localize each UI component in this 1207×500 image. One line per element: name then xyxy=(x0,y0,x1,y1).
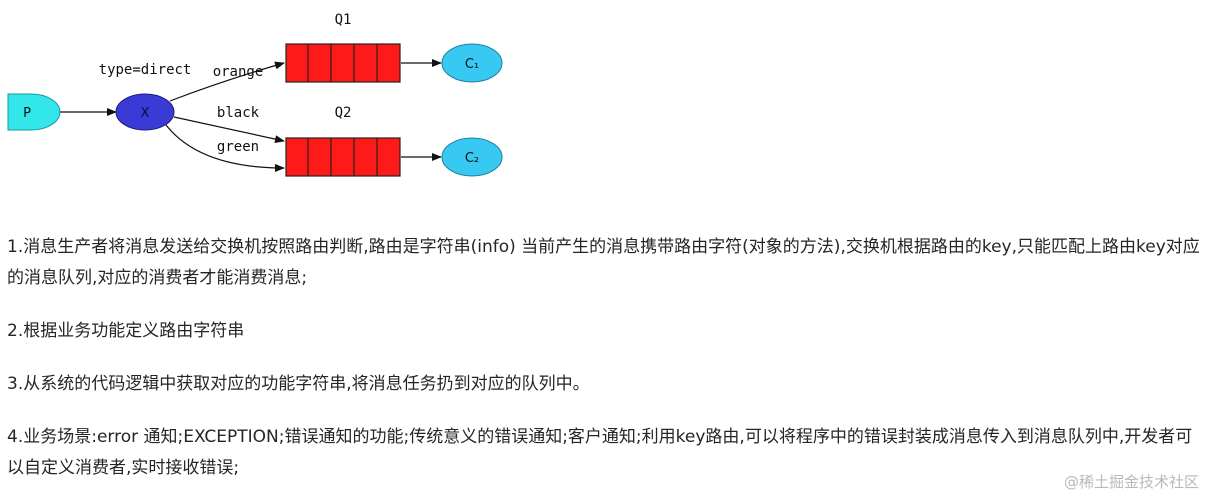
producer-label: P xyxy=(23,106,31,121)
binding-key-black: black xyxy=(217,105,260,121)
consumer-1-label: C₁ xyxy=(465,57,479,72)
paragraph-dispatch-tasks: 3.从系统的代码逻辑中获取对应的功能字符串,将消息任务扔到对应的队列中。 xyxy=(7,374,590,394)
exchange-node xyxy=(115,93,175,131)
site-watermark: @稀土掘金技术社区 xyxy=(1063,473,1199,491)
edge-exchange-q2-black xyxy=(173,116,285,144)
consumer-1-node xyxy=(441,43,503,83)
exchange-type-label: type=direct xyxy=(99,62,192,78)
edge-exchange-q1 xyxy=(169,61,285,102)
edge-exchange-q2-green xyxy=(165,124,285,172)
queue-2 xyxy=(285,137,401,177)
queue-1-name: Q1 xyxy=(335,12,352,28)
consumer-2-node xyxy=(441,137,503,177)
binding-key-green: green xyxy=(217,139,259,155)
consumer-2-label: C₂ xyxy=(465,151,479,166)
paragraph-business-scenario: 4.业务场景:error 通知;EXCEPTION;错误通知的功能;传统意义的错… xyxy=(7,427,1193,478)
paragraph-routing-description: 1.消息生产者将消息发送给交换机按照路由判断,路由是字符串(info) 当前产生… xyxy=(7,237,1200,288)
exchange-label: X xyxy=(141,106,150,121)
queue-2-name: Q2 xyxy=(335,105,352,121)
binding-key-orange: orange xyxy=(213,64,264,80)
queue-1 xyxy=(285,43,401,83)
producer-node xyxy=(7,93,61,131)
routing-diagram: P X type=direct Q1 orange Q2 black green… xyxy=(7,12,503,177)
paragraph-define-routing-keys: 2.根据业务功能定义路由字符串 xyxy=(7,321,245,341)
